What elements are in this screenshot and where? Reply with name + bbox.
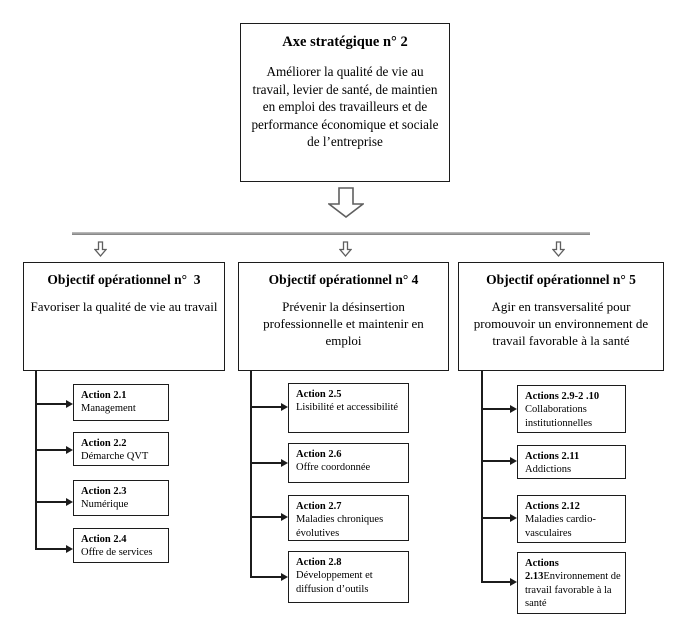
arrowhead-right-icon (66, 446, 73, 454)
strategic-axis-title: Axe stratégique n° 2 (282, 34, 408, 50)
arrowhead-right-icon (66, 545, 73, 553)
connector-branch (36, 403, 66, 405)
connector-branch (482, 408, 510, 410)
action-title: Action 2.1 (81, 390, 127, 401)
objective-3-title: Objectif opérationnel n° 3 (47, 272, 201, 287)
connector-branch (482, 581, 510, 583)
arrowhead-right-icon (66, 498, 73, 506)
action-subtitle: Développement et diffusion d’outils (296, 570, 373, 595)
small-arrow-down-icon (339, 241, 352, 257)
arrowhead-right-icon (66, 400, 73, 408)
connector-branch (482, 517, 510, 519)
action-subtitle: Maladies cardio-vasculaires (525, 514, 596, 539)
arrowhead-right-icon (510, 514, 517, 522)
connector-branch (251, 516, 281, 518)
action-title: Action 2.6 (296, 449, 342, 460)
action-title: Actions 2.11 (525, 451, 580, 462)
small-arrow-down-icon (552, 241, 565, 257)
objective-4-description: Prévenir la désinsertion professionnelle… (263, 299, 424, 348)
connector-branch (251, 576, 281, 578)
connector-branch (36, 548, 66, 550)
arrowhead-right-icon (510, 405, 517, 413)
action-subtitle: Démarche QVT (81, 451, 149, 463)
action-subtitle: Addictions (525, 464, 572, 476)
arrowhead-right-icon (510, 457, 517, 465)
action-title: Action 2.8 (296, 557, 342, 568)
objective-5-box: Objectif opérationnel n° 5 Agir en trans… (458, 262, 664, 371)
action-subtitle: Maladies chroniques évolutives (296, 514, 384, 539)
objective-3-box: Objectif opérationnel n° 3 Favoriser la … (23, 262, 225, 371)
block-arrow-down-icon (328, 187, 364, 218)
objective-5-title: Objectif opérationnel n° 5 (486, 272, 636, 287)
action-subtitle: Numérique (81, 499, 129, 511)
arrowhead-right-icon (281, 403, 288, 411)
arrowhead-right-icon (281, 513, 288, 521)
arrowhead-right-icon (281, 459, 288, 467)
arrowhead-right-icon (281, 573, 288, 581)
separator-line (72, 232, 590, 235)
action-title: Actions 2.12 (525, 501, 580, 512)
action-title: Actions 2.9-2 .10 (525, 391, 600, 402)
objective-4-title: Objectif opérationnel n° 4 (268, 272, 419, 287)
connector-branch (482, 460, 510, 462)
objective-4-box: Objectif opérationnel n° 4 Prévenir la d… (238, 262, 449, 371)
objective-5-description: Agir en transversalité pour promouvoir u… (473, 299, 649, 348)
action-title: Action 2.7 (296, 501, 342, 512)
action-subtitle: Offre coordonnée (296, 462, 371, 474)
connector-branch (36, 449, 66, 451)
action-title: Actions 2.13 (525, 558, 559, 583)
connector-branch (251, 462, 281, 464)
connector-vline (481, 371, 483, 583)
action-box: Actions 2.13Environnement de travail fav… (517, 552, 626, 614)
action-title: Action 2.5 (296, 389, 342, 400)
small-arrow-down-icon (94, 241, 107, 257)
action-title: Action 2.4 (81, 534, 127, 545)
objective-3-description: Favoriser la qualité de vie au travail (30, 299, 218, 314)
connector-vline (250, 371, 252, 578)
connector-vline (35, 371, 37, 550)
action-subtitle: Lisibilité et accessibilité (296, 402, 399, 414)
action-subtitle: Collaborations institutionnelles (525, 404, 593, 429)
strategic-axis-description: Améliorer la qualité de vie au travail, … (251, 64, 439, 150)
connector-branch (36, 501, 66, 503)
action-title: Action 2.2 (81, 438, 127, 449)
arrowhead-right-icon (510, 578, 517, 586)
action-title: Action 2.3 (81, 486, 127, 497)
connector-branch (251, 406, 281, 408)
action-subtitle: Offre de services (81, 547, 153, 559)
action-subtitle: Environnement de travail favorable à la … (525, 571, 621, 609)
strategic-axis-box: Axe stratégique n° 2 Améliorer la qualit… (240, 23, 450, 182)
action-subtitle: Management (81, 403, 136, 415)
